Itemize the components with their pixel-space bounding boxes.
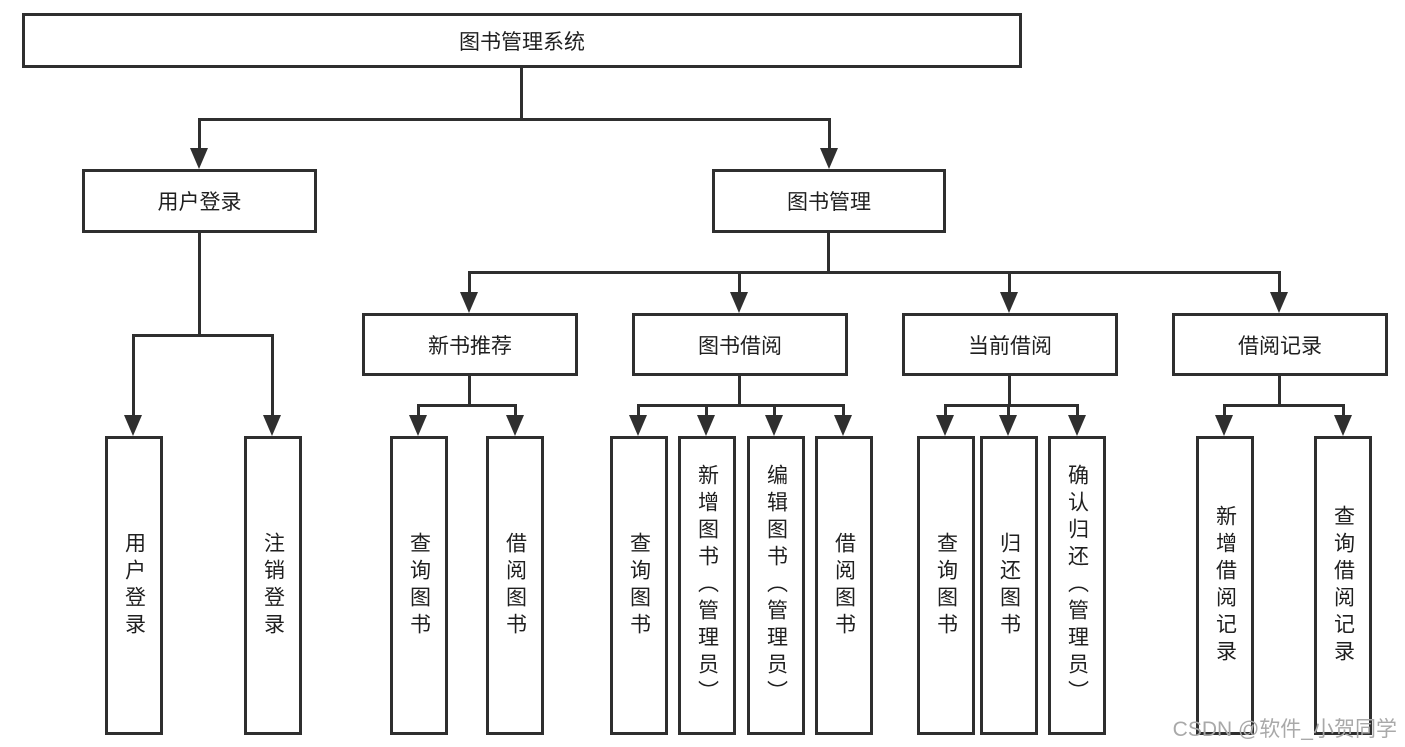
arrowhead bbox=[697, 415, 715, 436]
connector-line bbox=[827, 233, 830, 273]
arrowhead bbox=[820, 148, 838, 169]
leaf-query-books-current: 查询图书 bbox=[917, 436, 975, 735]
arrowhead bbox=[460, 292, 478, 313]
arrowhead bbox=[506, 415, 524, 436]
connector-line bbox=[944, 404, 947, 417]
arrowhead bbox=[834, 415, 852, 436]
connector-line bbox=[637, 404, 845, 407]
leaf-edit-book-admin: 编辑图书（管理员） bbox=[747, 436, 805, 735]
arrowhead bbox=[190, 148, 208, 169]
connector-line bbox=[417, 404, 420, 417]
connector-line bbox=[271, 334, 274, 417]
connector-line bbox=[198, 233, 201, 336]
connector-line bbox=[738, 271, 741, 295]
node-label: 图书借阅 bbox=[698, 334, 782, 358]
leaf-label: 查询图书 bbox=[407, 531, 431, 640]
node-root: 图书管理系统 bbox=[22, 13, 1022, 68]
leaf-label: 新增图书（管理员） bbox=[695, 464, 719, 707]
leaf-return-book: 归还图书 bbox=[980, 436, 1038, 735]
leaf-label: 编辑图书（管理员） bbox=[764, 464, 788, 707]
node-label: 借阅记录 bbox=[1238, 334, 1322, 358]
node-label: 当前借阅 bbox=[968, 334, 1052, 358]
leaf-label: 借阅图书 bbox=[503, 531, 527, 640]
leaf-label: 新增借阅记录 bbox=[1213, 504, 1237, 667]
leaf-query-borrow-record: 查询借阅记录 bbox=[1314, 436, 1372, 735]
connector-line bbox=[132, 334, 274, 337]
node-book-management: 图书管理 bbox=[712, 169, 946, 233]
arrowhead bbox=[124, 415, 142, 436]
arrowhead bbox=[999, 415, 1017, 436]
leaf-query-books-recommend: 查询图书 bbox=[390, 436, 448, 735]
leaf-add-borrow-record: 新增借阅记录 bbox=[1196, 436, 1254, 735]
node-new-book-recommend: 新书推荐 bbox=[362, 313, 578, 376]
arrowhead bbox=[1334, 415, 1352, 436]
arrowhead bbox=[1215, 415, 1233, 436]
node-label: 图书管理 bbox=[787, 191, 871, 214]
leaf-label: 查询图书 bbox=[934, 531, 958, 640]
node-user-login: 用户登录 bbox=[82, 169, 317, 233]
connector-line bbox=[637, 404, 640, 417]
leaf-borrow-books: 借阅图书 bbox=[815, 436, 873, 735]
leaf-label: 归还图书 bbox=[997, 531, 1021, 640]
node-label: 图书管理系统 bbox=[459, 30, 585, 54]
connector-line bbox=[705, 404, 708, 417]
connector-line bbox=[1278, 271, 1281, 295]
connector-line bbox=[468, 376, 471, 406]
leaf-label: 注销登录 bbox=[261, 531, 285, 640]
connector-line bbox=[1223, 404, 1345, 407]
leaf-borrow-books-recommend: 借阅图书 bbox=[486, 436, 544, 735]
arrowhead bbox=[409, 415, 427, 436]
arrowhead bbox=[936, 415, 954, 436]
arrowhead bbox=[1000, 292, 1018, 313]
connector-line bbox=[198, 118, 831, 121]
node-book-borrow: 图书借阅 bbox=[632, 313, 848, 376]
arrowhead bbox=[765, 415, 783, 436]
connector-line bbox=[468, 271, 471, 295]
connector-line bbox=[1008, 271, 1011, 295]
node-label: 新书推荐 bbox=[428, 334, 512, 358]
arrowhead bbox=[1068, 415, 1086, 436]
arrowhead bbox=[730, 292, 748, 313]
leaf-label: 确认归还（管理员） bbox=[1065, 464, 1089, 707]
connector-line bbox=[468, 271, 1281, 274]
connector-line bbox=[198, 118, 201, 149]
leaf-logout: 注销登录 bbox=[244, 436, 302, 735]
leaf-add-book-admin: 新增图书（管理员） bbox=[678, 436, 736, 735]
connector-line bbox=[828, 118, 831, 149]
watermark: CSDN @软件_小贺同学 bbox=[1172, 718, 1397, 741]
connector-line bbox=[520, 68, 523, 120]
connector-line bbox=[1076, 404, 1079, 417]
connector-line bbox=[514, 404, 517, 417]
connector-line bbox=[1278, 376, 1281, 406]
connector-line bbox=[1007, 404, 1010, 417]
connector-line bbox=[944, 404, 1079, 407]
arrowhead bbox=[263, 415, 281, 436]
node-current-borrow: 当前借阅 bbox=[902, 313, 1118, 376]
connector-line bbox=[132, 334, 135, 417]
leaf-label: 借阅图书 bbox=[832, 531, 856, 640]
leaf-user-login: 用户登录 bbox=[105, 436, 163, 735]
leaf-label: 查询借阅记录 bbox=[1331, 504, 1355, 667]
connector-line bbox=[1223, 404, 1226, 417]
connector-line bbox=[1342, 404, 1345, 417]
node-label: 用户登录 bbox=[157, 191, 242, 214]
leaf-confirm-return-admin: 确认归还（管理员） bbox=[1048, 436, 1106, 735]
arrowhead bbox=[629, 415, 647, 436]
leaf-label: 用户登录 bbox=[122, 531, 146, 640]
connector-line bbox=[1008, 376, 1011, 406]
node-borrow-records: 借阅记录 bbox=[1172, 313, 1388, 376]
arrowhead bbox=[1270, 292, 1288, 313]
leaf-label: 查询图书 bbox=[627, 531, 651, 640]
connector-line bbox=[417, 404, 517, 407]
leaf-query-books-borrow: 查询图书 bbox=[610, 436, 668, 735]
connector-line bbox=[773, 404, 776, 417]
connector-line bbox=[842, 404, 845, 417]
connector-line bbox=[738, 376, 741, 406]
